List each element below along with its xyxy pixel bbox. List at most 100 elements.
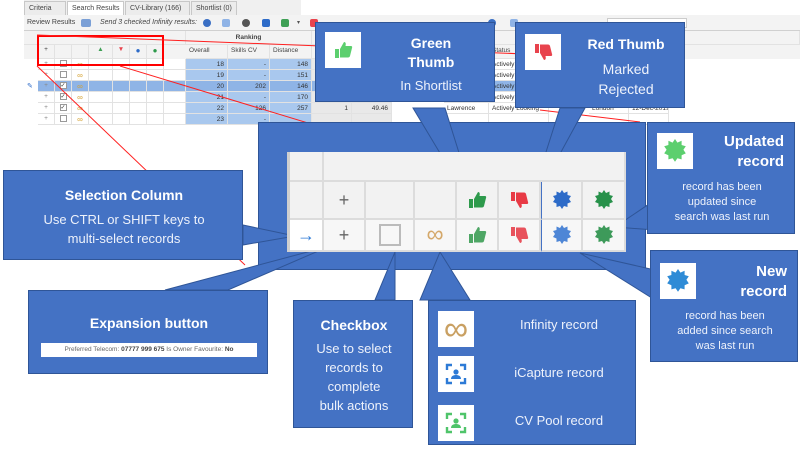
- review-results-label: Review Results: [27, 19, 76, 26]
- infinity-icon: ∞: [72, 114, 89, 125]
- row-checkbox-cell: [366, 220, 415, 252]
- expand-button[interactable]: +: [38, 103, 55, 114]
- thumb-up-icon[interactable]: [281, 19, 289, 27]
- new-body-3: was last run: [695, 340, 755, 352]
- thumb-down-cell[interactable]: [113, 103, 130, 114]
- thumb-up-cell[interactable]: [89, 92, 113, 103]
- skills-cv-cell: -: [228, 70, 270, 81]
- row-checkbox[interactable]: [59, 71, 67, 78]
- skills-cv-cell: 126: [228, 103, 270, 114]
- preferred-telecom-value: 07777 999 675: [121, 346, 165, 353]
- green-thumb-callout: Green Thumb In Shortlist: [315, 22, 495, 102]
- checkbox-body-4: bulk actions: [319, 398, 389, 413]
- distance-cell: 170: [270, 92, 312, 103]
- dropdown-arrow-icon[interactable]: ▾: [297, 20, 301, 26]
- row-checkbox[interactable]: ✓: [59, 104, 67, 111]
- thumb-up-cell[interactable]: [89, 103, 113, 114]
- tab-criteria[interactable]: Criteria: [24, 1, 66, 15]
- score-cell: 49.46: [352, 103, 392, 114]
- new-record-header-icon[interactable]: [541, 182, 583, 220]
- tab-cv-library[interactable]: CV-Library (166): [125, 1, 190, 15]
- thumb-down-icon: [525, 34, 561, 70]
- overall-cell: 18: [186, 59, 228, 70]
- thumb-up-cell[interactable]: [89, 70, 113, 81]
- cv-pool-icon: [438, 405, 474, 441]
- thumb-down-cell[interactable]: [113, 92, 130, 103]
- thumb-up-row-icon[interactable]: [457, 220, 499, 252]
- send-checked-label: Send 3 checked Infinity results:: [100, 19, 197, 26]
- distance-cell: 257: [270, 103, 312, 114]
- infinity-icon: ∞: [72, 81, 89, 92]
- new-cell: [130, 70, 147, 81]
- cv-pool-record-label: CV Pool record: [514, 413, 604, 428]
- new-title-1: New: [756, 263, 787, 280]
- thumb-up-cell[interactable]: [89, 81, 113, 92]
- ranking-group-header: Ranking: [186, 31, 312, 45]
- skills-cv-column-header[interactable]: Skills CV: [228, 45, 270, 59]
- document-icon[interactable]: [222, 19, 230, 27]
- checkbox-cell: ✓: [55, 81, 72, 92]
- thumb-down-cell[interactable]: [113, 81, 130, 92]
- distance-column-header[interactable]: Distance: [270, 45, 312, 59]
- red-thumb-body-2: Rejected: [598, 81, 654, 97]
- thumb-down-header-icon[interactable]: [499, 182, 541, 220]
- new-body-1: record has been: [685, 310, 765, 322]
- spacer-cell: [164, 81, 186, 92]
- tab-shortlist[interactable]: Shortlist (0): [191, 1, 237, 15]
- checkbox-cell: ✓: [55, 92, 72, 103]
- checkbox-cell: [55, 70, 72, 81]
- thumb-down-cell[interactable]: [113, 70, 130, 81]
- tab-search-results[interactable]: Search Results: [67, 1, 124, 15]
- spacer-cell: [164, 70, 186, 81]
- spacer-cell: [164, 92, 186, 103]
- new-title-2: record: [740, 283, 787, 300]
- thumb-down-icon[interactable]: [310, 19, 318, 27]
- thumb-up-icon: [325, 32, 361, 68]
- overall-column-header[interactable]: Overall: [186, 45, 228, 59]
- red-thumb-title: Red Thumb: [587, 36, 665, 52]
- expand-button[interactable]: +: [38, 81, 55, 92]
- infinity-record-label: Infinity record: [519, 317, 599, 332]
- green-thumb-title-2: Thumb: [407, 54, 455, 70]
- expand-button[interactable]: +: [38, 92, 55, 103]
- infinity-icon: ∞: [72, 103, 89, 114]
- updated-record-icon: [657, 133, 693, 169]
- distance-cell: 151: [270, 70, 312, 81]
- expand-button[interactable]: +: [38, 70, 55, 81]
- spacer-cell: [164, 114, 186, 125]
- spacer-cell: [164, 59, 186, 70]
- skills-cv-cell: -: [228, 59, 270, 70]
- row-checkbox[interactable]: ✓: [59, 93, 67, 100]
- updated-record-header-icon[interactable]: [583, 182, 626, 220]
- expand-all-button[interactable]: +: [324, 182, 366, 220]
- selection-body-1: Use CTRL or SHIFT keys to: [43, 212, 205, 227]
- document-icon-2[interactable]: [510, 19, 518, 27]
- row-checkbox[interactable]: ✓: [59, 82, 67, 89]
- thumb-up-cell[interactable]: [89, 114, 113, 125]
- row-checkbox[interactable]: [378, 224, 401, 246]
- new-record-callout: New record record has been added since s…: [650, 250, 798, 362]
- thumb-up-header-icon[interactable]: [457, 182, 499, 220]
- green-thumb-body: In Shortlist: [400, 78, 462, 93]
- row-selector-arrow[interactable]: →: [290, 220, 324, 252]
- icapture-record-label: iCapture record: [514, 365, 604, 380]
- updated-cell: [147, 103, 164, 114]
- skills-m-cell: 1: [312, 103, 352, 114]
- checkbox-body-2: records to: [325, 360, 383, 375]
- send-icon[interactable]: [203, 19, 211, 27]
- thumb-down-row-icon[interactable]: [499, 220, 541, 252]
- updated-record-row-icon: [583, 220, 626, 252]
- row-checkbox[interactable]: [59, 115, 67, 122]
- skills-cv-cell: 202: [228, 81, 270, 92]
- new-cell: [130, 92, 147, 103]
- expand-row-button[interactable]: +: [324, 220, 366, 252]
- selection-column-callout: Selection Column Use CTRL or SHIFT keys …: [3, 170, 243, 260]
- phone-icon[interactable]: [262, 19, 270, 27]
- layout-icon[interactable]: [81, 19, 91, 27]
- thumb-down-cell[interactable]: [113, 114, 130, 125]
- overall-cell: 23: [186, 114, 228, 125]
- expand-button[interactable]: +: [38, 114, 55, 125]
- infinity-icon: ∞: [72, 70, 89, 81]
- infinity-icon: ∞: [72, 92, 89, 103]
- gear-icon[interactable]: [242, 19, 250, 27]
